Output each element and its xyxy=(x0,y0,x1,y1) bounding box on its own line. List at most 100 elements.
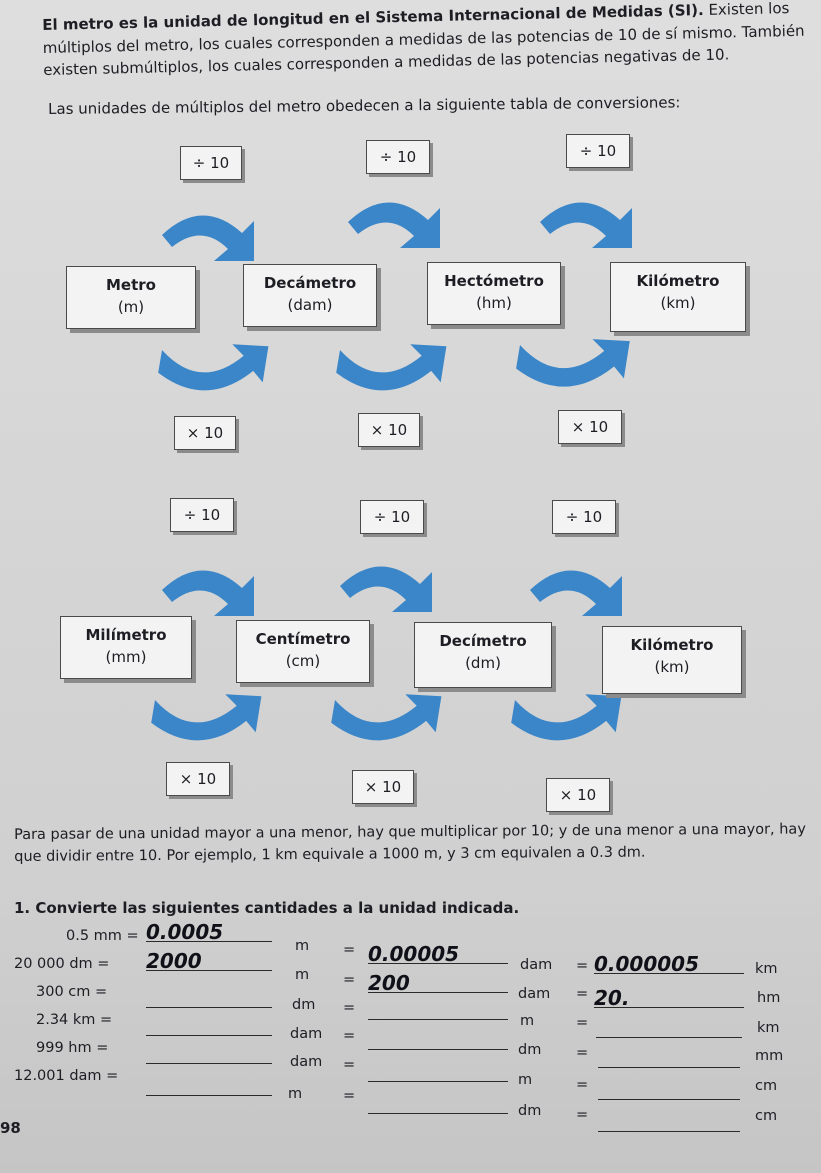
quantity-label: 2.34 km = xyxy=(36,1012,113,1028)
answer-blank[interactable]: 0.0005 xyxy=(146,922,272,942)
multiply-arrow-3 xyxy=(516,339,630,387)
equals-sign: = xyxy=(576,1015,589,1031)
unit-abbr: (cm) xyxy=(285,652,321,670)
unit-label: m xyxy=(295,938,310,954)
answer-blank[interactable]: 0.00005 xyxy=(368,944,508,964)
unit-abbr: (m) xyxy=(117,298,145,316)
multiply-label-5: × 10 xyxy=(352,770,414,804)
answer-blank[interactable]: 2000 xyxy=(146,951,272,971)
unit-name: Decámetro xyxy=(263,274,357,292)
unit-abbr: (mm) xyxy=(105,648,147,666)
equals-sign: = xyxy=(343,972,356,988)
equals-sign: = xyxy=(343,1057,356,1073)
answer-blank[interactable]: 20. xyxy=(594,988,744,1008)
answer-blank[interactable] xyxy=(146,988,272,1008)
unit-label: m xyxy=(520,1013,535,1029)
answer-blank[interactable] xyxy=(146,1016,272,1036)
divide-label-1: ÷ 10 xyxy=(180,146,242,180)
unit-box-kilometro: Kilómetro (km) xyxy=(610,262,746,332)
quantity-label: 12.001 dam = xyxy=(14,1068,119,1084)
divide-label-4: ÷ 10 xyxy=(170,498,234,532)
multiply-label-2: × 10 xyxy=(358,413,420,447)
quantity-label: 0.5 mm = xyxy=(66,928,139,944)
quantity-label: 300 cm = xyxy=(36,984,108,1000)
answer-blank[interactable] xyxy=(598,1112,740,1132)
unit-name: Kilómetro xyxy=(636,272,720,290)
answer-blank[interactable] xyxy=(146,1076,272,1096)
conversion-rule-text: Para pasar de una unidad mayor a una men… xyxy=(14,821,806,865)
unit-label: dam xyxy=(290,1054,323,1070)
unit-label: m xyxy=(295,967,310,983)
answer-blank[interactable] xyxy=(146,1044,272,1064)
divide-label-3: ÷ 10 xyxy=(566,134,630,168)
unit-label: m xyxy=(518,1072,533,1088)
unit-label: dm xyxy=(518,1042,542,1058)
unit-label: m xyxy=(288,1086,303,1102)
unit-label: cm xyxy=(755,1108,778,1124)
unit-label: km xyxy=(755,961,778,977)
answer-blank[interactable] xyxy=(368,1062,508,1082)
unit-box-metro: Metro(m) xyxy=(66,266,196,329)
equals-sign: = xyxy=(343,1028,356,1044)
unit-abbr: (dam) xyxy=(287,296,333,314)
answer-blank[interactable] xyxy=(368,1030,508,1050)
multiply-arrow-4 xyxy=(151,694,262,741)
multiply-label-3: × 10 xyxy=(558,410,622,444)
quantity-label: 999 hm = xyxy=(36,1040,109,1056)
multiply-label-6: × 10 xyxy=(546,778,610,812)
unit-name: Decímetro xyxy=(439,632,527,650)
multiply-label-1: × 10 xyxy=(174,416,236,450)
equals-sign: = xyxy=(343,1088,356,1104)
unit-label: cm xyxy=(755,1078,778,1094)
unit-abbr: (km) xyxy=(660,294,696,312)
quantity-label: 20 000 dm = xyxy=(14,956,110,972)
divide-arrow-5 xyxy=(340,566,432,612)
multiply-arrow-2 xyxy=(336,344,447,391)
unit-name: Milímetro xyxy=(85,626,167,644)
answer-blank[interactable] xyxy=(596,1018,742,1038)
unit-name: Hectómetro xyxy=(444,272,544,290)
multiply-arrow-6 xyxy=(511,694,622,741)
multiply-label-4: × 10 xyxy=(166,762,230,796)
unit-box-decametro: Decámetro (dam) xyxy=(243,264,377,327)
divide-label-2: ÷ 10 xyxy=(366,140,430,174)
unit-name: Kilómetro xyxy=(630,636,714,654)
unit-label: mm xyxy=(755,1048,784,1064)
equals-sign: = xyxy=(576,1077,589,1093)
unit-box-kilometro-2: Kilómetro (km) xyxy=(602,626,742,694)
answer-blank[interactable] xyxy=(368,1094,508,1114)
equals-sign: = xyxy=(343,1000,356,1016)
answer-blank[interactable] xyxy=(598,1080,740,1100)
unit-label: dam xyxy=(520,957,553,973)
unit-box-hectometro: Hectómetro (hm) xyxy=(427,262,561,325)
unit-label: km xyxy=(757,1020,780,1036)
multiply-arrow-5 xyxy=(331,694,442,741)
equals-sign: = xyxy=(343,942,356,958)
equals-sign: = xyxy=(576,986,589,1002)
divide-label-5: ÷ 10 xyxy=(360,500,424,534)
unit-abbr: (hm) xyxy=(476,294,512,312)
multiply-arrow-1 xyxy=(158,344,269,391)
conversion-diagram-arrows xyxy=(151,202,632,741)
unit-box-centimetro: Centímetro (cm) xyxy=(236,620,370,683)
divide-label-6: ÷ 10 xyxy=(552,500,616,534)
equals-sign: = xyxy=(576,1045,589,1061)
unit-abbr: (km) xyxy=(654,658,690,676)
unit-box-milimetro: Milímetro (mm) xyxy=(60,616,192,679)
divide-arrow-6 xyxy=(530,570,622,616)
divide-arrow-2 xyxy=(348,202,440,248)
unit-label: dam xyxy=(518,986,551,1002)
answer-blank[interactable] xyxy=(368,1000,508,1020)
divide-arrow-3 xyxy=(540,202,632,248)
exercise-title: 1. Convierte las siguientes cantidades a… xyxy=(14,899,520,917)
divide-arrow-1 xyxy=(162,215,254,261)
equals-sign: = xyxy=(576,1107,589,1123)
answer-blank[interactable]: 200 xyxy=(368,973,508,993)
answer-blank[interactable] xyxy=(598,1048,740,1068)
unit-label: hm xyxy=(757,990,781,1006)
unit-name: Centímetro xyxy=(255,630,351,648)
equals-sign: = xyxy=(576,958,589,974)
answer-blank[interactable]: 0.000005 xyxy=(594,954,744,974)
unit-abbr: (dm) xyxy=(465,654,501,672)
